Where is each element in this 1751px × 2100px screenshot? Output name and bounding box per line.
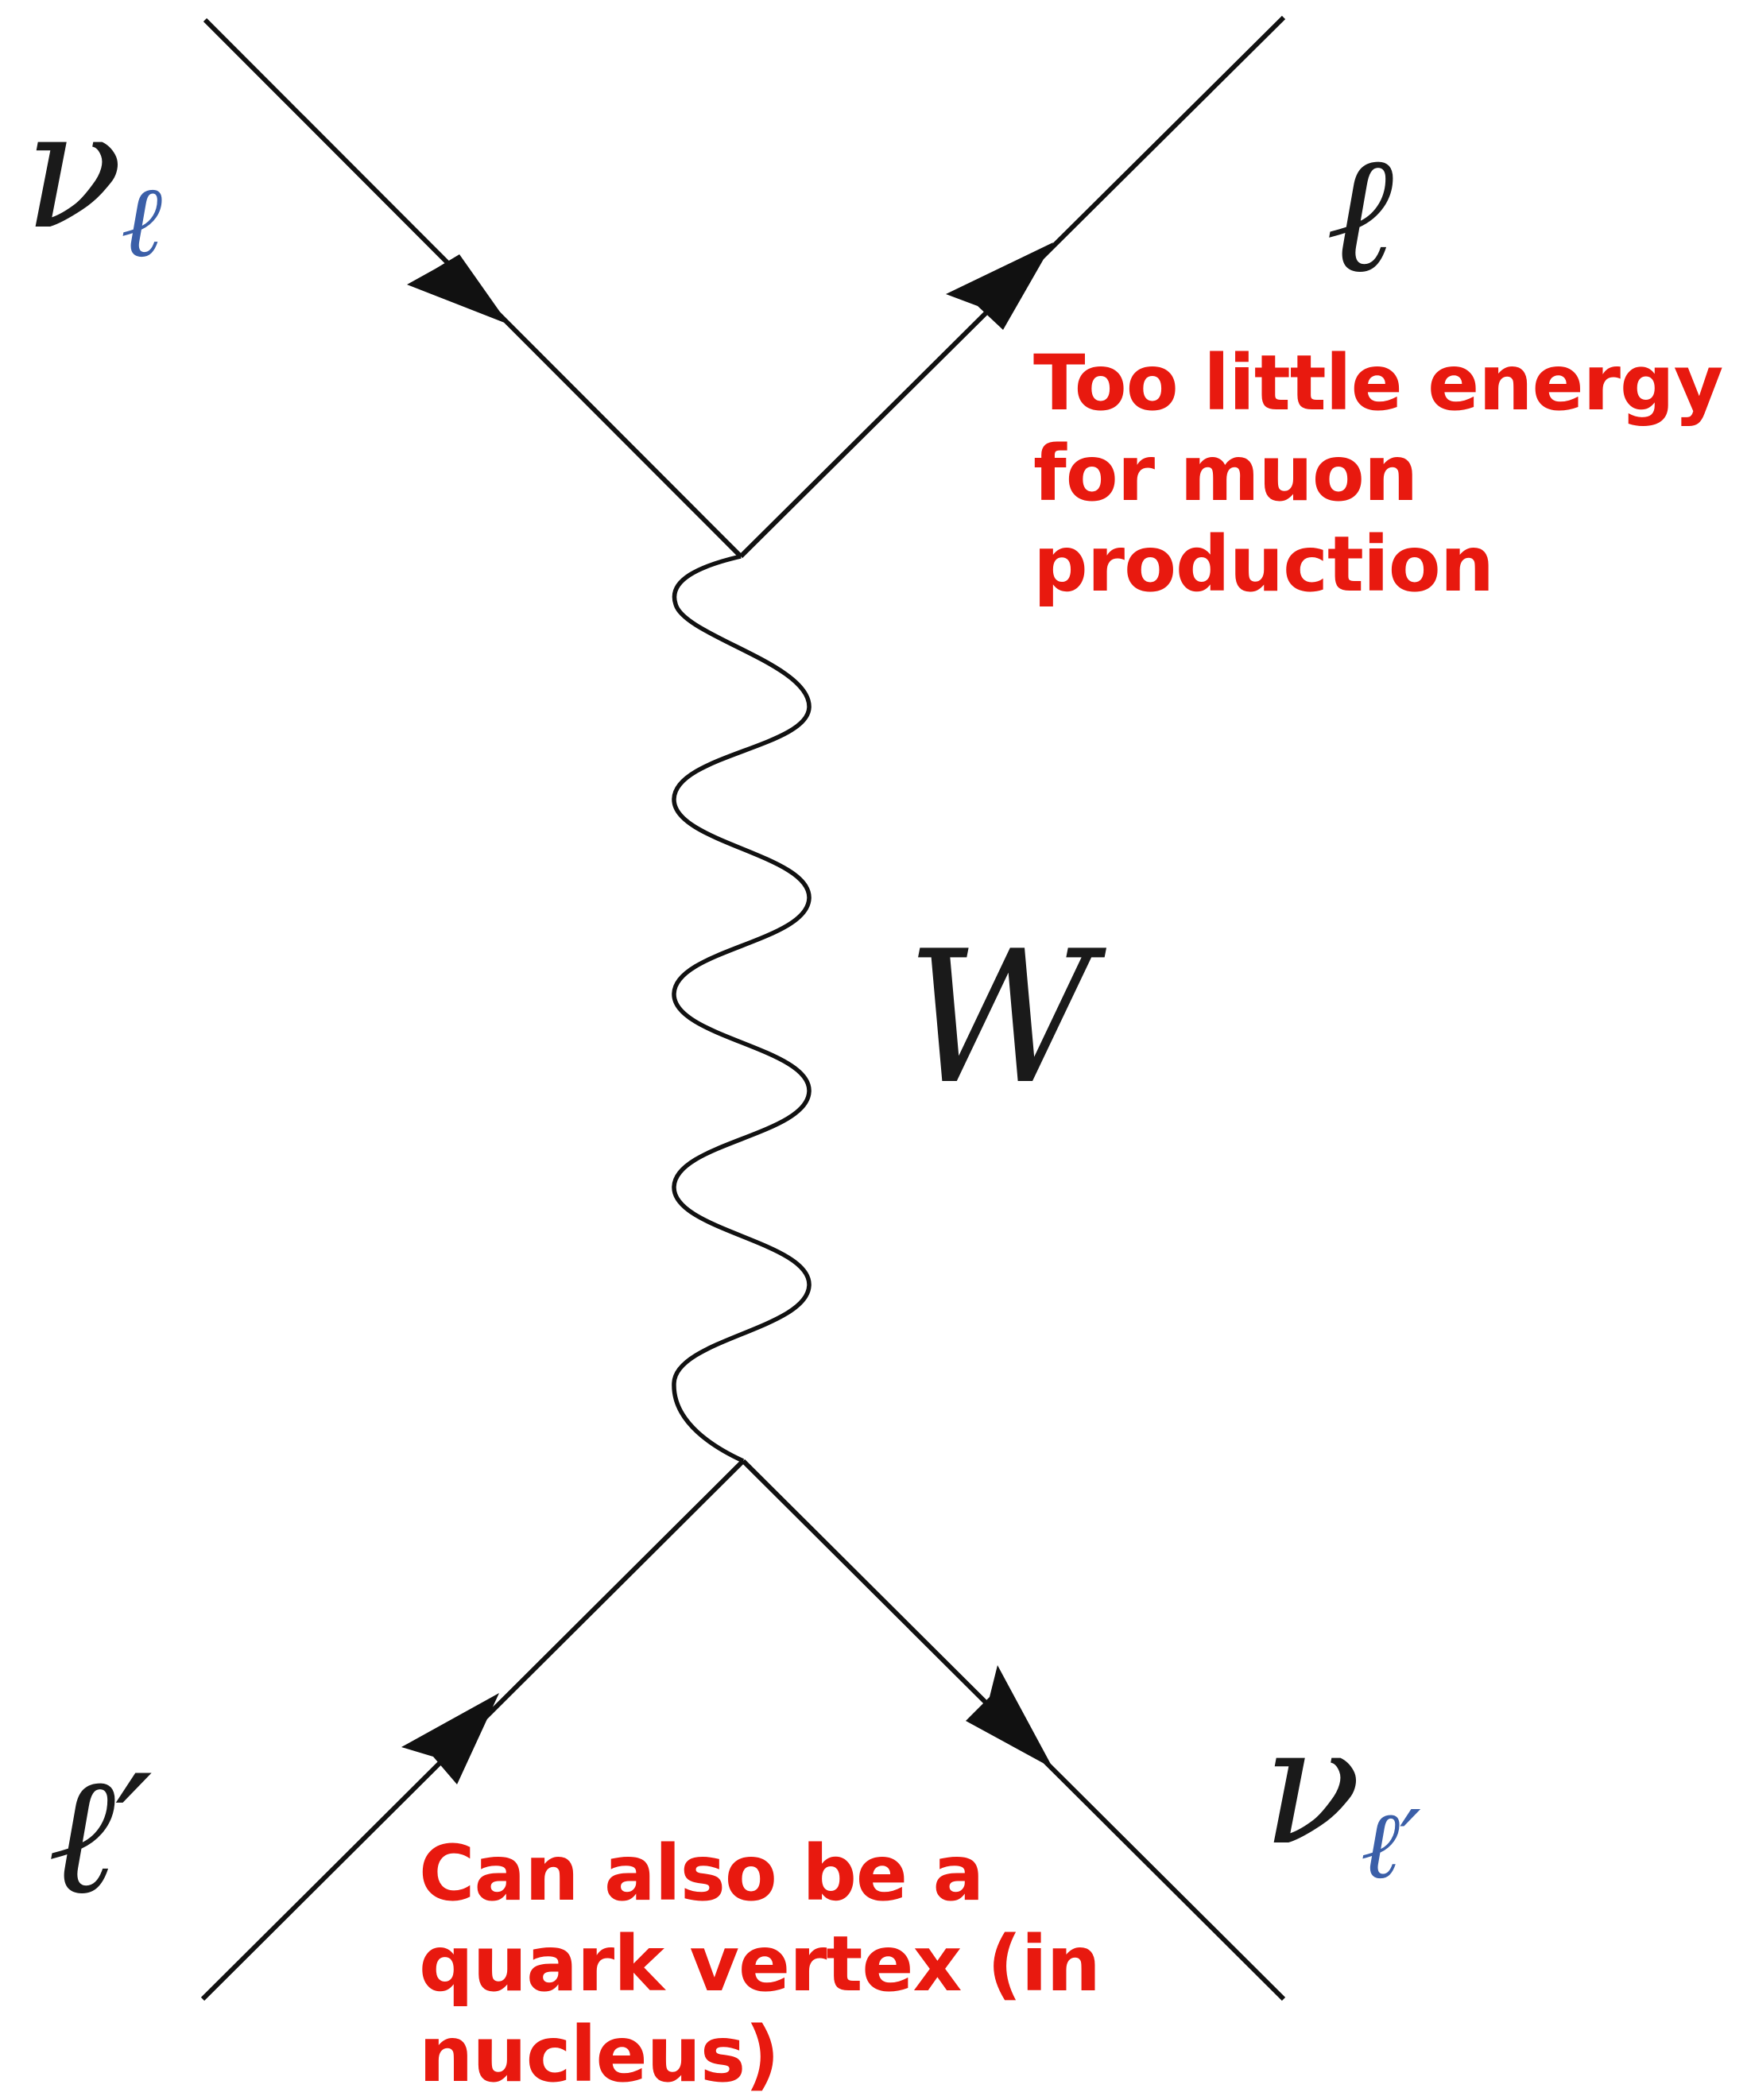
annotation-quark-vertex: Can also be a quark vertex (in nucleus)	[419, 1828, 1101, 2100]
incoming-lepton-arrow	[401, 1693, 499, 1784]
outgoing-neutrino-arrow	[966, 1665, 1053, 1769]
label-lepton-incoming: ℓ′	[48, 1742, 153, 1931]
annotation-line: Can also be a	[419, 1829, 984, 1918]
w-boson-line	[672, 554, 812, 1463]
ell-prime-subscript: ℓ′	[1361, 1790, 1421, 1900]
annotation-line: quark vertex (in	[419, 1920, 1101, 2009]
label-neutrino-outgoing: ν ℓ′	[1262, 1692, 1421, 1900]
label-lepton-outgoing: ℓ	[1326, 120, 1393, 309]
annotation-energy: Too little energy for muon production	[1033, 338, 1723, 610]
annotation-line: nucleus)	[419, 2010, 780, 2099]
annotation-line: production	[1033, 520, 1494, 609]
label-neutrino-incoming: ν ℓ	[24, 76, 162, 280]
incoming-neutrino-arrow	[407, 254, 509, 324]
nu-symbol: ν	[24, 76, 123, 265]
annotation-line: Too little energy	[1033, 339, 1723, 428]
ell-subscript: ℓ	[121, 165, 162, 280]
outgoing-lepton-arrow	[946, 242, 1053, 330]
nu-symbol: ν	[1262, 1692, 1362, 1881]
annotation-line: for muon	[1033, 429, 1418, 518]
label-w-boson: W	[906, 912, 1107, 1125]
